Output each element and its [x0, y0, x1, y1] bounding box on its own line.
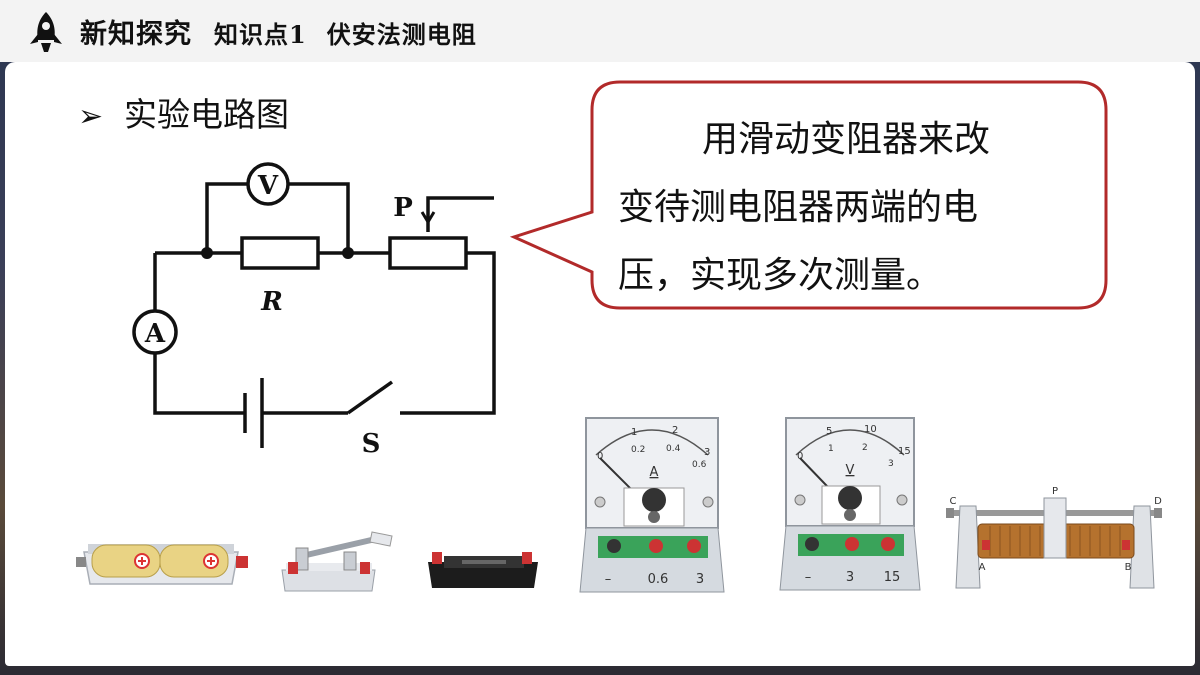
rheostat-label-p: P	[1052, 486, 1058, 497]
battery-holder-image	[76, 544, 248, 585]
ammeter-scale-1: 1	[631, 427, 637, 438]
ammeter-terminal-0-6: 0.6	[648, 572, 669, 587]
voltmeter-scale-2: 2	[862, 443, 868, 453]
callout-line-3: 压，实现多次测量。	[618, 255, 943, 296]
voltmeter-device-image	[779, 417, 921, 591]
ammeter-scale-3: 3	[704, 447, 710, 458]
voltmeter-scale-15: 15	[898, 446, 911, 457]
voltmeter-scale-3: 3	[888, 459, 894, 469]
bullet-arrow-icon: ➢	[78, 99, 104, 134]
rheostat-symbol	[388, 236, 468, 270]
voltmeter-terminal-neg: –	[805, 570, 812, 585]
ammeter-device-symbol: A	[650, 465, 659, 480]
voltmeter-terminal-3: 3	[846, 570, 854, 585]
voltmeter-terminal-15: 15	[884, 570, 901, 585]
junction-dot	[201, 247, 213, 259]
voltmeter-device-symbol: V	[846, 463, 855, 478]
ammeter-device-image	[579, 417, 725, 593]
voltmeter-label: V	[257, 171, 279, 201]
resistor-label: R	[260, 287, 283, 317]
ammeter-symbol	[132, 309, 178, 355]
callout-line-1: 用滑动变阻器来改	[618, 106, 1088, 174]
ammeter-scale-2: 2	[672, 425, 678, 436]
resistor-symbol	[240, 236, 320, 270]
slider-label: P	[393, 193, 413, 223]
ammeter-scale-0-2: 0.2	[631, 445, 645, 455]
voltmeter-symbol	[246, 162, 290, 206]
voltmeter-scale-10: 10	[864, 424, 877, 435]
junction-dot	[342, 247, 354, 259]
circuit-diagram	[153, 182, 496, 415]
knife-switch-image	[281, 531, 393, 592]
resistor-component-image	[428, 552, 538, 588]
ammeter-zero-label: 0	[597, 451, 603, 462]
ammeter-label: A	[144, 319, 166, 349]
knowledge-point: 知识点1	[214, 20, 307, 49]
bullet-heading: ➢ 实验电路图	[78, 88, 289, 136]
rheostat-label-d: D	[1154, 496, 1162, 507]
rheostat-label-a: A	[979, 562, 986, 573]
ammeter-scale-0-6: 0.6	[692, 460, 707, 470]
switch-blade	[346, 380, 394, 415]
topic-title: 伏安法测电阻	[326, 20, 477, 49]
voltmeter-scale-5: 5	[826, 426, 832, 437]
ammeter-scale-0-4: 0.4	[666, 444, 681, 454]
bullet-text: 实验电路图	[124, 95, 289, 134]
switch-label: S	[362, 429, 381, 459]
section-title: 新知探究	[80, 19, 192, 50]
header-bar: 新知探究知识点1 伏安法测电阻	[0, 0, 1200, 62]
page-title: 新知探究知识点1 伏安法测电阻	[80, 12, 477, 51]
rheostat-label-b: B	[1125, 562, 1132, 573]
rocket-icon	[30, 12, 62, 52]
callout-line-2: 变待测电阻器两端的电	[618, 187, 979, 228]
callout-bubble	[509, 80, 1108, 310]
sliding-rheostat-image	[946, 497, 1162, 589]
ammeter-terminal-neg: –	[605, 572, 612, 587]
callout-text: 用滑动变阻器来改 变待测电阻器两端的电 压，实现多次测量。	[618, 106, 1088, 310]
rheostat-label-c: C	[950, 496, 957, 507]
callout-line-1-text: 用滑动变阻器来改	[702, 119, 991, 160]
slider-arrow-icon	[420, 211, 436, 223]
voltmeter-zero-label: 0	[797, 451, 803, 462]
ammeter-terminal-3: 3	[696, 572, 704, 587]
voltmeter-scale-1: 1	[828, 444, 834, 454]
